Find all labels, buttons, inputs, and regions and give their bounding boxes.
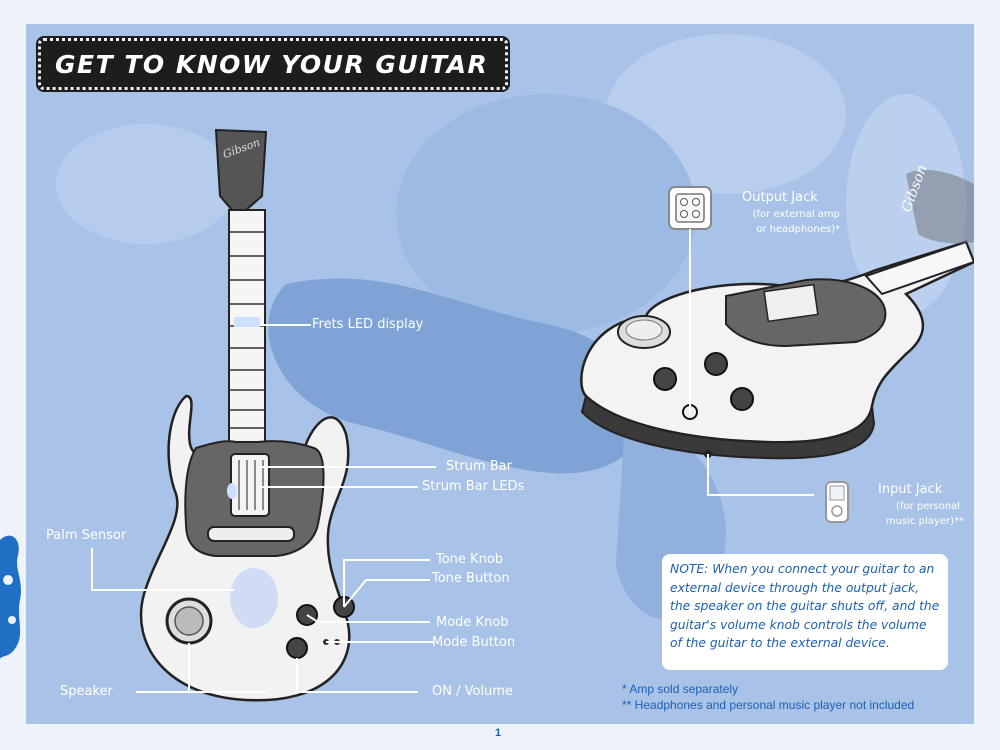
label-palm-sensor: Palm Sensor (46, 528, 127, 543)
input-jack-note-2: music player)** (885, 516, 964, 527)
note-text: NOTE: When you connect your guitar to an… (670, 562, 940, 650)
guitar-illustration: Gibson (56, 34, 974, 702)
label-strum-bar-leds: Strum Bar LEDs (422, 479, 525, 494)
footnote-headphones: ** Headphones and personal music player … (622, 698, 915, 712)
note-box: NOTE: When you connect your guitar to an… (662, 554, 948, 670)
blue-splash-decoration (0, 535, 21, 660)
amp-icon (668, 186, 712, 230)
label-mode-button: Mode Button (432, 635, 516, 650)
illustration-panel: Gibson (26, 24, 974, 724)
label-input-jack: Input Jack (878, 482, 943, 497)
label-speaker: Speaker (60, 684, 113, 699)
page-title: GET TO KNOW YOUR GUITAR (55, 49, 489, 79)
guitar-front-view: Gibson (139, 128, 355, 702)
label-frets-led: Frets LED display (312, 317, 424, 332)
label-output-jack: Output Jack (742, 190, 818, 205)
output-jack-note-1: (for external amp (752, 209, 840, 220)
label-on-volume: ON / Volume (432, 684, 513, 699)
label-strum-bar: Strum Bar (446, 459, 512, 474)
title-banner: GET TO KNOW YOUR GUITAR (38, 38, 508, 90)
input-jack-note-1: (for personal (895, 501, 960, 512)
background-figure-art (56, 34, 966, 621)
label-mode-knob: Mode Knob (436, 615, 509, 630)
music-player-icon (825, 481, 849, 523)
output-jack-note-2: or headphones)* (756, 224, 840, 235)
label-tone-button: Tone Button (432, 571, 510, 586)
label-tone-knob: Tone Knob (436, 552, 504, 567)
guitar-side-view: Gibson (580, 163, 974, 460)
page-number: 1 (495, 727, 502, 739)
callout-lines (91, 229, 814, 693)
footnote-amp: * Amp sold separately (622, 682, 739, 696)
